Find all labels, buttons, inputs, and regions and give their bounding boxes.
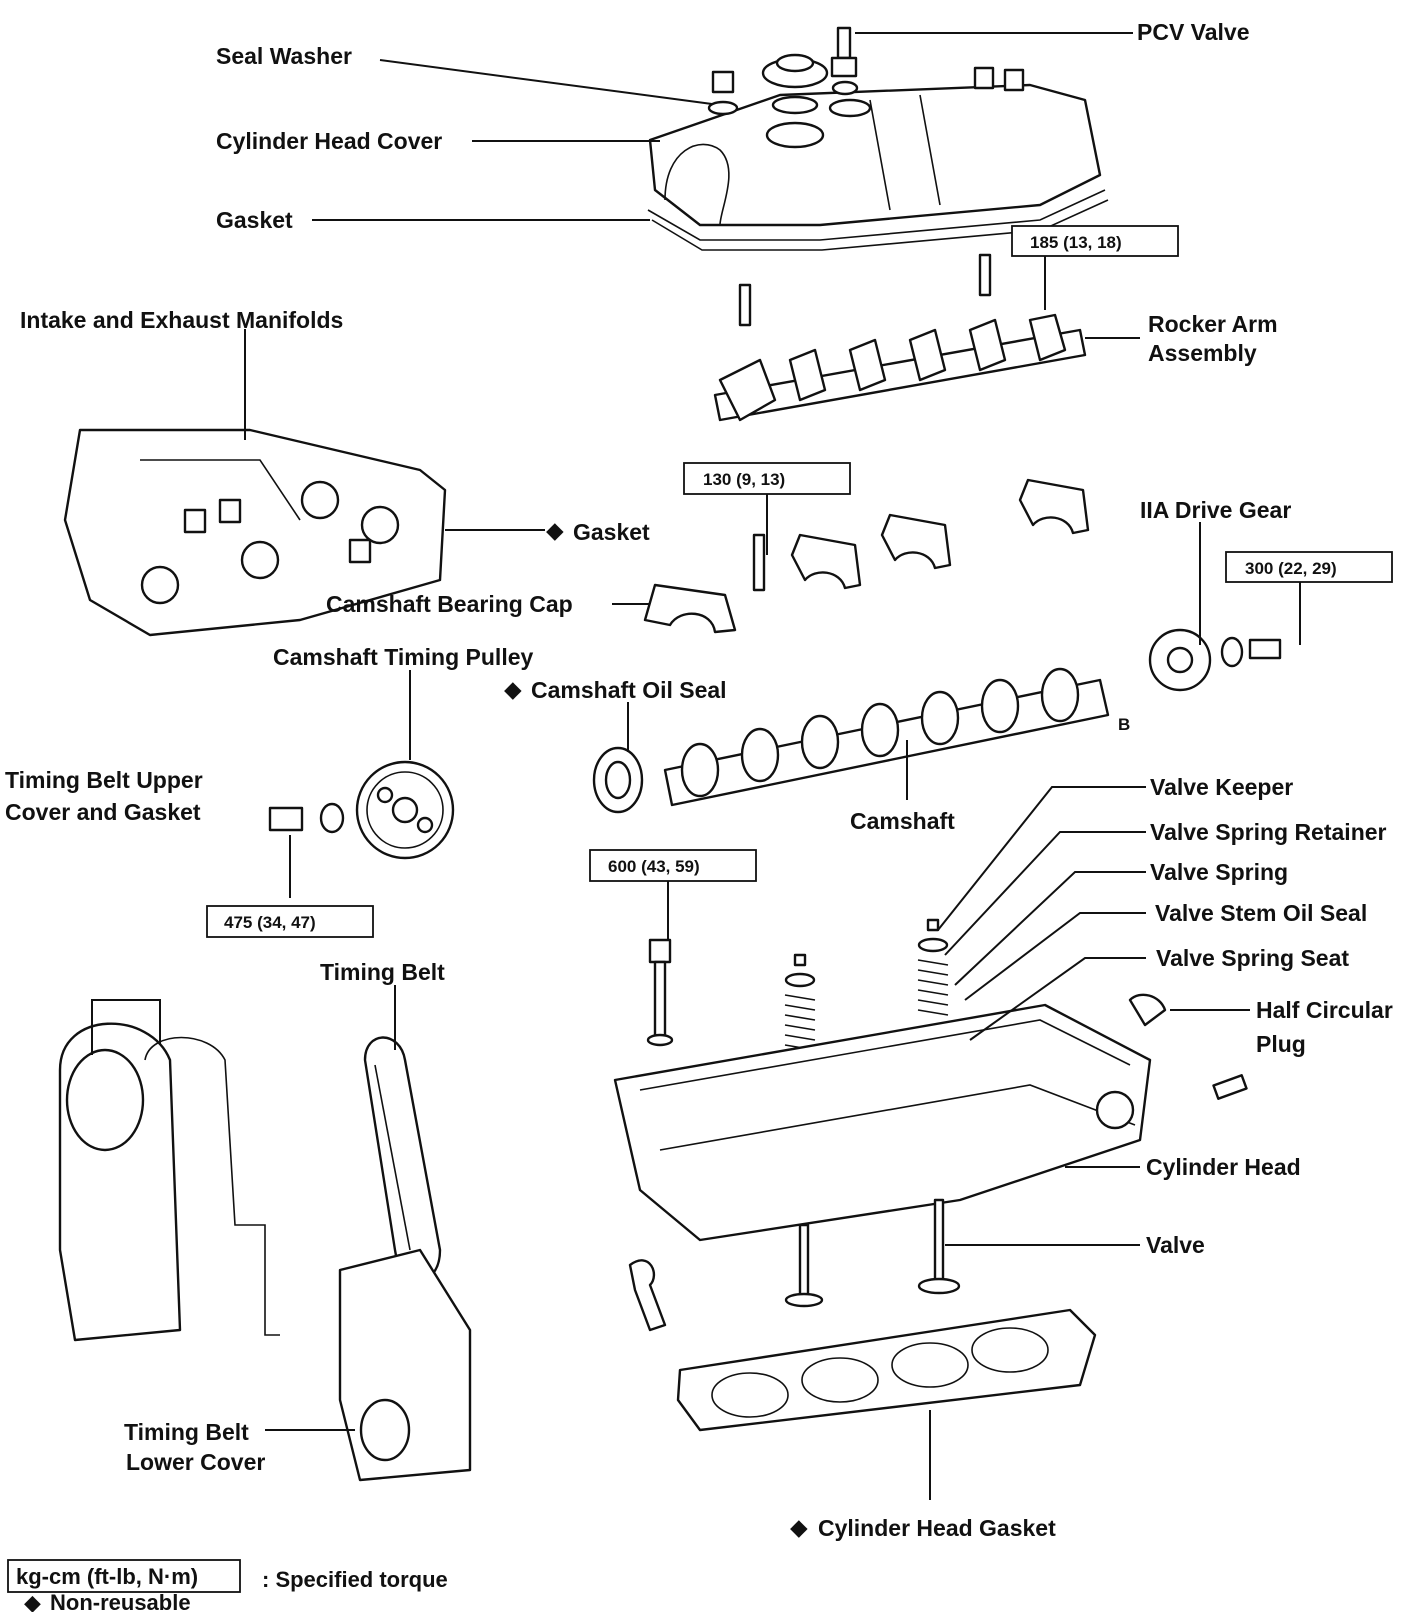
iia-drive-gear-drawing [1148,628,1282,692]
torque-box-rocker: 185 (13, 18) [1011,225,1179,257]
torque-bearing-cap-value: 130 (9, 13) [703,470,785,489]
rocker-arm-assembly-drawing [713,253,1087,422]
head-cover-gasket-drawing [647,189,1109,251]
label-b-mark: B [1118,715,1130,734]
legend-nonreusable: Non-reusable [50,1590,191,1612]
label-pcv-valve: PCV Valve [1137,19,1250,45]
label-manifolds: Intake and Exhaust Manifolds [20,307,343,333]
torque-box-head-bolt: 600 (43, 59) [589,849,757,882]
cylinder-head-cover-drawing [648,66,1102,227]
torque-box-pulley: 475 (34, 47) [206,905,374,938]
pcv-valve-drawing [830,26,859,96]
legend-unit-box: kg-cm (ft-lb, N·m) [16,1564,198,1589]
head-gasket-drawing [676,1308,1097,1432]
head-bolt-drawing [646,938,674,1047]
legend-nonreusable-marker: ◆ [24,1590,41,1612]
torque-iia-gear-value: 300 (22, 29) [1245,559,1337,578]
camshaft-oil-seal-drawing [592,746,644,814]
torque-pulley-value: 475 (34, 47) [224,913,316,932]
sensor-drawing [1212,1074,1248,1100]
bearing-caps-drawing [643,478,1090,634]
timing-pulley-drawing [268,760,455,860]
label-valve: Valve [1146,1232,1205,1258]
label-cylinder-head-cover: Cylinder Head Cover [216,128,442,154]
torque-rocker-value: 185 (13, 18) [1030,233,1122,252]
label-manifold-gasket: Gasket [573,519,650,545]
manifolds-drawing [63,428,447,637]
cylinder-head-drawing [613,1003,1152,1242]
label-bearing-cap: Camshaft Bearing Cap [326,591,573,617]
lower-cover-drawing [338,1248,472,1482]
label-lower-cover-line2: Lower Cover [126,1449,265,1475]
label-iia-drive-gear: IIA Drive Gear [1140,497,1291,523]
timing-belt-drawing [363,1036,442,1281]
label-timing-pulley: Camshaft Timing Pulley [273,644,534,670]
valves-drawing [784,1198,961,1308]
torque-head-bolt-value: 600 (43, 59) [608,857,700,876]
label-oil-seal: Camshaft Oil Seal [531,677,727,703]
camshaft-drawing [663,667,1110,807]
label-camshaft: Camshaft [850,808,955,834]
bearing-cap-bolt-drawing [752,533,766,592]
label-head-cover-gasket: Gasket [216,207,293,233]
nonreusable-marker-head-gasket: ◆ [790,1514,808,1540]
torque-box-bearing-cap: 130 (9, 13) [683,462,851,495]
label-upper-cover-line1: Timing Belt Upper [5,767,203,793]
half-circular-plug-drawing [1128,993,1167,1027]
label-rocker-arm-line1: Rocker Arm [1148,311,1278,337]
legend-unit-desc: : Specified torque [262,1567,448,1592]
oil-filler-cap-drawing [761,53,829,115]
label-half-plug-line1: Half Circular [1256,997,1393,1023]
label-head-gasket: Cylinder Head Gasket [818,1515,1056,1541]
bracket-drawing [628,1259,667,1332]
torque-box-iia-gear: 300 (22, 29) [1225,551,1393,583]
valve-spring-stack-drawing [784,918,949,1051]
upper-cover-drawing [58,1022,280,1342]
label-timing-belt: Timing Belt [320,959,445,985]
leader-lines [91,32,1301,1500]
label-stem-oil-seal: Valve Stem Oil Seal [1155,900,1367,926]
legend: kg-cm (ft-lb, N·m) : Specified torque ◆ … [7,1559,448,1612]
label-spring-retainer: Valve Spring Retainer [1150,819,1387,845]
label-lower-cover-line1: Timing Belt [124,1419,249,1445]
nonreusable-marker-manifold-gasket: ◆ [546,517,564,543]
seal-washer-drawing [707,70,739,116]
nonreusable-marker-oil-seal: ◆ [504,676,522,702]
label-spring-seat: Valve Spring Seat [1156,945,1349,971]
label-seal-washer: Seal Washer [216,43,352,69]
label-rocker-arm-line2: Assembly [1148,340,1257,366]
label-upper-cover-line2: Cover and Gasket [5,799,201,825]
label-valve-spring: Valve Spring [1150,859,1288,885]
label-valve-keeper: Valve Keeper [1150,774,1293,800]
label-half-plug-line2: Plug [1256,1031,1306,1057]
label-cylinder-head: Cylinder Head [1146,1154,1301,1180]
